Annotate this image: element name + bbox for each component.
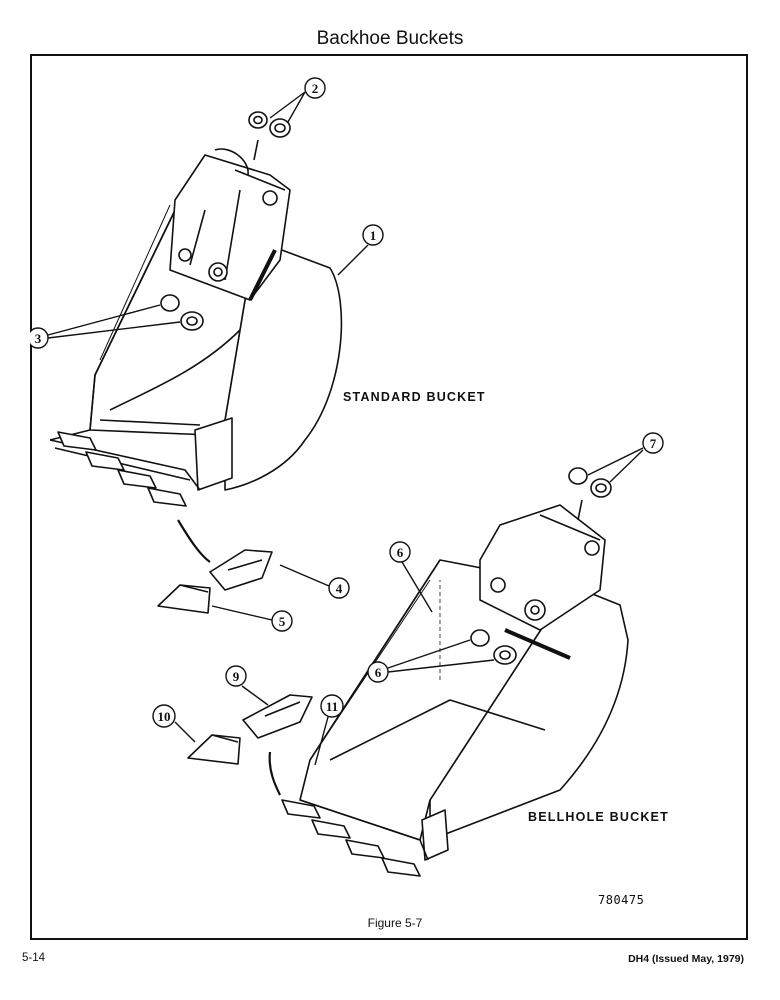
bellhole-bucket-label: BELLHOLE BUCKET [528,810,669,824]
standard-bucket-label: STANDARD BUCKET [343,390,486,404]
callout-6a: 6 [397,545,404,560]
callout-11: 11 [326,699,338,714]
callout-10: 10 [158,709,171,724]
callout-1: 1 [370,228,377,243]
callout-3: 3 [35,331,42,346]
page-title: Backhoe Buckets [316,28,464,49]
bellhole-bucket-drawing [281,467,629,877]
callout-6b: 6 [375,665,382,680]
callout-5: 5 [279,614,286,629]
standard-teeth-detail [157,519,273,614]
figure-illustration: 1 2 3 4 5 6 6 7 9 10 11 [30,77,664,877]
figure-frame [30,54,748,940]
figure-caption: Figure 5-7 [367,916,423,930]
callout-9: 9 [233,669,240,684]
callout-4: 4 [336,581,343,596]
document-id: DH4 (Issued May, 1979) [628,953,744,965]
bellhole-teeth-detail [187,694,313,796]
callout-7: 7 [650,436,657,451]
drawing-number: 780475 [598,893,645,907]
callout-2: 2 [312,81,319,96]
page-number: 5-14 [22,952,46,964]
standard-bucket-drawing [49,111,343,507]
